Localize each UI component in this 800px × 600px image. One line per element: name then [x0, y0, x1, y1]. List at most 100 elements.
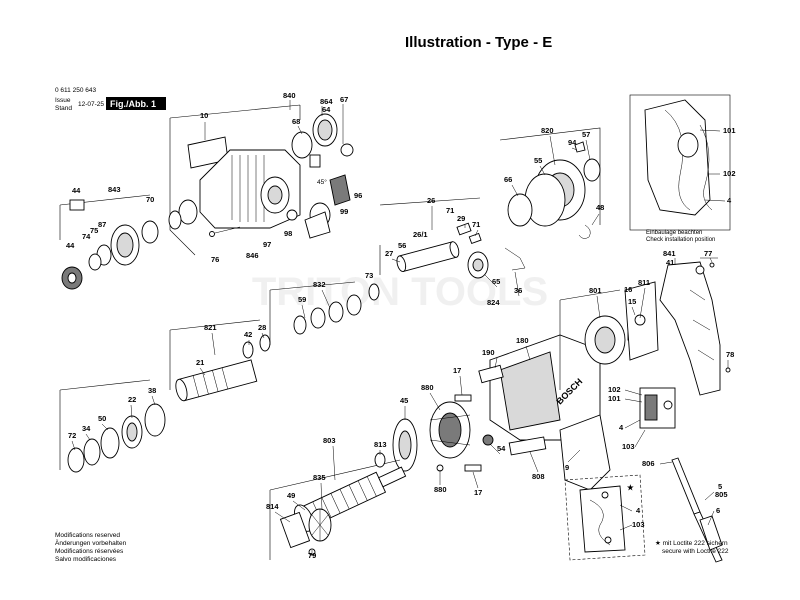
part-label: 64: [322, 105, 331, 114]
ring-59c: [328, 301, 344, 323]
part-label: 4: [727, 196, 732, 205]
seal-38: [144, 403, 166, 437]
part-label: 49: [287, 491, 295, 500]
inset-note-de: Einbaulage beachten: [646, 230, 702, 236]
part-label: 22: [128, 395, 136, 404]
spring-ring: [168, 210, 182, 230]
bearing-68: [291, 131, 313, 159]
screw-77: [709, 262, 715, 268]
part-label: 67: [340, 95, 348, 104]
part-label: 101: [723, 126, 736, 135]
armature: [293, 466, 407, 532]
clamp-44: [69, 199, 85, 211]
ring-59a: [293, 315, 307, 335]
part-label: 9: [565, 463, 569, 472]
part-label: 55: [534, 156, 542, 165]
part-label: 103: [632, 520, 645, 529]
part-label: ★: [627, 483, 635, 492]
part-label: 824: [487, 298, 500, 307]
front-seals-group: [59, 379, 166, 473]
part-label: 87: [98, 220, 106, 229]
part-label: 820: [541, 126, 554, 135]
part-label: 811: [638, 278, 650, 287]
part-label: 880: [421, 383, 434, 392]
part-label: 28: [258, 323, 266, 332]
hammer-mechanism-group: [169, 281, 362, 402]
handle-group: [624, 257, 731, 563]
label-808: [508, 436, 547, 456]
part-label: 813: [374, 440, 387, 449]
part-label: 45: [400, 396, 408, 405]
part-label: 814: [266, 502, 279, 511]
part-label: 73: [365, 271, 373, 280]
ring-73: [368, 283, 380, 301]
part-label: 66: [504, 175, 512, 184]
part-label: 77: [704, 249, 712, 258]
ring-28: [259, 334, 271, 352]
ring-74: [88, 253, 102, 271]
angle-label: 45°: [317, 178, 327, 186]
part-label: 843: [108, 185, 121, 194]
part-label: 846: [246, 251, 259, 260]
spindle-27: [396, 241, 460, 273]
part-label: 54: [497, 444, 506, 453]
screw-78: [725, 367, 731, 373]
part-label: 26: [427, 196, 435, 205]
spring-48: [578, 224, 591, 239]
part-label: 16: [624, 285, 632, 294]
part-label: 42: [244, 330, 252, 339]
handle-grip: [559, 414, 611, 491]
seal-50: [100, 427, 120, 459]
bearing-813: [374, 452, 386, 468]
modifications-de: Änderungen vorbehalten: [55, 539, 127, 547]
watermark: TRITON TOOLS: [252, 270, 548, 314]
spindle-group: [368, 197, 526, 301]
part-label: 65: [492, 277, 500, 286]
part-label: 832: [313, 280, 326, 289]
intermediate-flange-group: [499, 127, 601, 239]
ring-42: [242, 341, 254, 359]
gear-housing-group: [59, 100, 354, 256]
seal-55: [524, 173, 566, 227]
loctite-inset: [564, 474, 646, 561]
stand-label: Stand: [55, 105, 72, 112]
issue-date: 12-07-25: [78, 101, 104, 108]
part-number: 0 611 250 643: [55, 87, 96, 94]
part-label: 96: [354, 191, 362, 200]
part-label: 803: [323, 436, 336, 445]
part-label: 190: [482, 348, 495, 357]
figure-label: Fig./Abb. 1: [110, 99, 156, 109]
part-label: 806: [642, 459, 655, 468]
part-labels: 10 840 864 67 64 68 44 843 87 75 74 70 4…: [66, 91, 736, 560]
seal-34: [83, 438, 101, 466]
installation-inset: Einbaulage beachten Check installation p…: [629, 94, 731, 243]
modifications-en: Modifications reserved: [55, 532, 120, 539]
handle-half: [659, 261, 721, 396]
part-label: 821: [204, 323, 217, 332]
part-label: 805: [715, 490, 728, 499]
clip-94: [574, 141, 586, 153]
fan-wheel: [308, 508, 332, 542]
part-label: 98: [284, 229, 292, 238]
part-label: 74: [82, 232, 91, 241]
part-label: 17: [474, 488, 482, 497]
gear-housing: [199, 149, 301, 229]
cap-67: [340, 143, 354, 157]
bracket-17b: [464, 464, 482, 472]
part-label: 880: [434, 485, 447, 494]
part-label: 99: [340, 207, 348, 216]
seal-72: [67, 447, 85, 473]
cap-70: [141, 220, 159, 244]
pin-29: [456, 222, 472, 236]
part-label: 10: [200, 111, 208, 120]
part-label: 70: [146, 195, 154, 204]
striker-21: [175, 359, 258, 402]
part-label: 38: [148, 386, 156, 395]
part-label: 103: [622, 442, 635, 451]
part-label: 835: [313, 473, 326, 482]
part-label: 4: [636, 506, 641, 515]
part-label: 864: [320, 97, 333, 106]
part-label: 21: [196, 358, 204, 367]
chuck-group: [61, 199, 159, 290]
bearing-plate-814: [279, 511, 311, 549]
